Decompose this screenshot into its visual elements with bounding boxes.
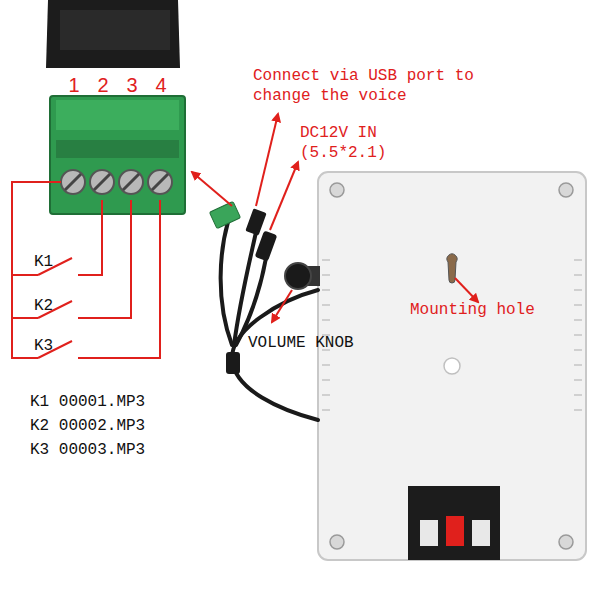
pin-number: 4 xyxy=(151,73,171,97)
wire xyxy=(78,200,102,275)
pin-number: 2 xyxy=(93,73,113,97)
file-mapping: K1 00001.MP3 xyxy=(30,392,145,412)
wire xyxy=(78,200,160,358)
speaker-box xyxy=(318,172,586,560)
dc-jack xyxy=(255,230,278,261)
power-note: DC12V IN (5.5*2.1) xyxy=(300,123,412,163)
switch-label: K2 xyxy=(34,296,53,316)
wire xyxy=(12,274,38,276)
common-wire xyxy=(12,182,61,358)
volume-knob xyxy=(285,263,311,289)
cable xyxy=(236,258,266,345)
terminal-screws xyxy=(61,170,172,194)
switch-wiring xyxy=(12,182,160,358)
cables xyxy=(221,222,318,420)
leader-arrow xyxy=(272,290,292,322)
led-hole xyxy=(444,358,460,374)
wire xyxy=(78,200,131,318)
usb-note: Connect via USB port to change the voice xyxy=(253,66,498,106)
leader-arrow xyxy=(270,162,298,230)
wire xyxy=(20,357,38,359)
cable xyxy=(232,290,318,420)
screw xyxy=(119,170,143,194)
knob-label: VOLUME KNOB xyxy=(248,333,354,353)
file-mapping: K3 00003.MP3 xyxy=(30,440,145,460)
screw xyxy=(61,170,85,194)
screw-slot xyxy=(94,174,110,190)
screw-slot xyxy=(152,174,168,190)
leader-arrow xyxy=(256,114,278,206)
terminal-clip xyxy=(446,516,464,546)
pin-number: 3 xyxy=(122,73,142,97)
switch-label: K1 xyxy=(34,252,53,272)
screw-slot xyxy=(65,174,81,190)
screw xyxy=(90,170,114,194)
screw-slot xyxy=(123,174,139,190)
terminal-block xyxy=(50,96,185,214)
switch-label: K3 xyxy=(34,336,53,356)
leader-arrow xyxy=(192,172,232,206)
plug-body xyxy=(46,0,180,68)
cable-splitter xyxy=(226,352,240,374)
pin-number: 1 xyxy=(64,73,84,97)
cable-terminal xyxy=(209,201,240,228)
terminal-clip xyxy=(420,520,438,546)
leader-arrow xyxy=(455,278,478,302)
leader-arrows xyxy=(192,114,478,322)
terminal-top xyxy=(56,100,179,130)
terminal-slot xyxy=(56,140,179,158)
cable xyxy=(221,222,232,345)
usb-connector xyxy=(245,208,266,235)
plug-face xyxy=(60,10,170,50)
terminal-clip xyxy=(472,520,490,546)
screw xyxy=(148,170,172,194)
mounting-note: Mounting hole xyxy=(410,300,535,320)
wire xyxy=(12,317,38,319)
file-mapping: K2 00002.MP3 xyxy=(30,416,145,436)
speaker-terminal xyxy=(408,486,500,560)
